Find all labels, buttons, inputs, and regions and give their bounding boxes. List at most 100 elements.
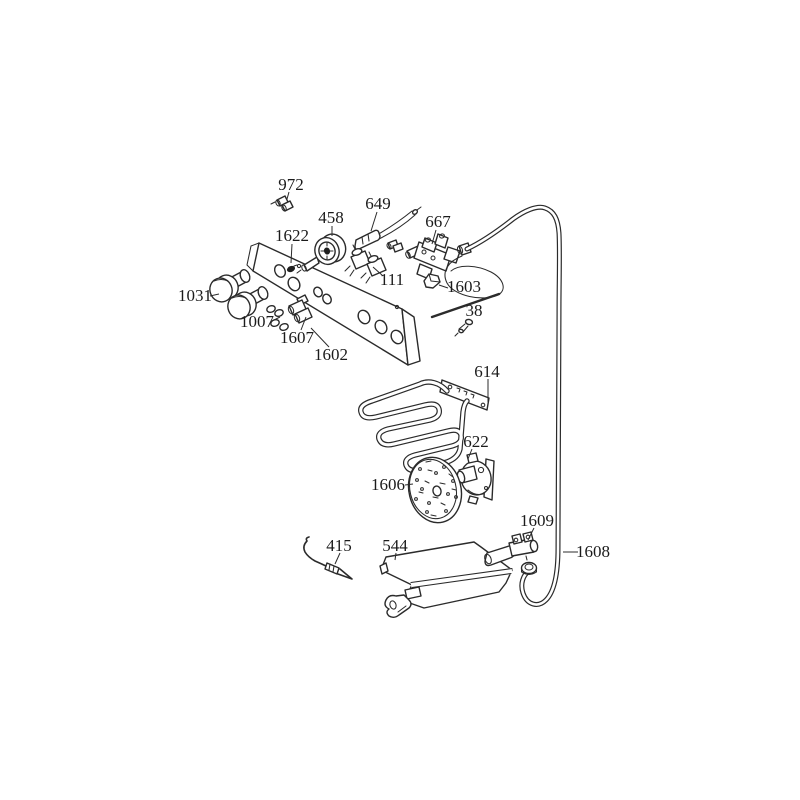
detail bbox=[467, 489, 484, 496]
detail bbox=[213, 278, 229, 282]
detail bbox=[281, 204, 287, 212]
leader-1603 bbox=[438, 284, 449, 289]
part-spacers-1607 bbox=[287, 294, 313, 324]
detail bbox=[328, 563, 335, 573]
detail bbox=[293, 264, 298, 267]
leader-1031 bbox=[209, 293, 220, 297]
part-flame-spreader-544 bbox=[379, 541, 513, 618]
label-667: 667 bbox=[425, 212, 451, 231]
knob-stem-cap bbox=[239, 269, 251, 283]
detail bbox=[439, 233, 445, 239]
label-972: 972 bbox=[278, 175, 304, 194]
washer bbox=[266, 304, 276, 314]
detail bbox=[421, 249, 427, 255]
detail bbox=[524, 563, 534, 571]
detail bbox=[477, 466, 485, 474]
leader-544 bbox=[394, 552, 397, 561]
detail bbox=[513, 537, 519, 543]
part-terminal-972 bbox=[270, 195, 294, 212]
label-544: 544 bbox=[382, 536, 408, 555]
part-switches-111 bbox=[344, 244, 387, 284]
detail bbox=[367, 233, 370, 242]
detail bbox=[318, 241, 336, 261]
part-rotor-458 bbox=[296, 233, 347, 274]
leader-972 bbox=[286, 191, 290, 200]
barrel bbox=[281, 200, 294, 212]
label-1607: 1607 bbox=[280, 328, 315, 347]
detail bbox=[458, 328, 464, 334]
detail bbox=[361, 236, 364, 245]
labels-layer: 972 458 649 667 1622 111 1603 1031 1007 … bbox=[178, 175, 610, 565]
leader-111 bbox=[372, 266, 384, 277]
barrel bbox=[392, 242, 404, 253]
label-38: 38 bbox=[466, 301, 483, 320]
panel-hole bbox=[313, 286, 323, 298]
electrode-body bbox=[324, 562, 340, 575]
part-screw-1622 bbox=[286, 264, 298, 273]
detail bbox=[529, 539, 539, 553]
label-649: 649 bbox=[365, 194, 391, 213]
label-614: 614 bbox=[474, 362, 500, 381]
detail bbox=[416, 206, 422, 211]
venturi-mouth bbox=[484, 553, 492, 565]
bottom-tab bbox=[467, 495, 479, 505]
detail bbox=[368, 251, 372, 257]
detail bbox=[480, 402, 486, 408]
detail bbox=[360, 272, 371, 284]
detail bbox=[430, 255, 436, 261]
panel-hole bbox=[390, 329, 404, 345]
label-415: 415 bbox=[326, 536, 352, 555]
part-control-panel bbox=[246, 242, 421, 366]
lead-wire bbox=[376, 210, 413, 236]
detail bbox=[352, 244, 356, 250]
valve-cap bbox=[434, 233, 449, 249]
panel-left-fold bbox=[246, 242, 260, 272]
detail bbox=[351, 248, 363, 256]
detail bbox=[344, 265, 355, 277]
detail bbox=[525, 555, 528, 561]
detail bbox=[389, 600, 397, 610]
washer bbox=[279, 322, 289, 332]
detail bbox=[275, 199, 281, 207]
detail bbox=[231, 295, 247, 299]
detail bbox=[405, 251, 411, 259]
detail bbox=[456, 245, 464, 255]
detail bbox=[296, 269, 302, 274]
label-1007: 1007 bbox=[240, 312, 275, 331]
label-1031: 1031 bbox=[178, 286, 212, 305]
panel-side-flange bbox=[401, 308, 421, 366]
knob-face bbox=[227, 294, 251, 320]
support-bracket bbox=[384, 594, 412, 618]
disc-rim bbox=[409, 458, 457, 520]
detail bbox=[270, 201, 276, 205]
edge-tab bbox=[404, 586, 422, 600]
leader-649 bbox=[370, 211, 378, 232]
panel-hole bbox=[273, 264, 287, 278]
disc bbox=[407, 456, 463, 524]
detail bbox=[520, 567, 538, 576]
label-1622: 1622 bbox=[275, 226, 309, 245]
leader-415 bbox=[334, 552, 341, 565]
detail bbox=[386, 242, 392, 250]
tube-core bbox=[465, 205, 561, 606]
knob-stem-cap bbox=[257, 286, 269, 300]
panel-hole bbox=[374, 319, 388, 335]
ridge-line bbox=[410, 567, 513, 584]
part-knobs-1031 bbox=[209, 269, 269, 320]
leader-622 bbox=[467, 448, 473, 460]
panel-hole bbox=[287, 276, 301, 292]
part-screw-38 bbox=[454, 318, 474, 337]
detail bbox=[287, 305, 295, 315]
part-supply-tube-1608 bbox=[464, 204, 562, 607]
detail bbox=[483, 485, 489, 491]
label-111: 111 bbox=[380, 270, 404, 289]
detail bbox=[367, 255, 379, 263]
detail bbox=[425, 237, 431, 243]
leader-1609 bbox=[527, 527, 535, 541]
part-capillary-1603 bbox=[423, 255, 504, 319]
ridge-gap bbox=[410, 568, 513, 588]
screw-head bbox=[464, 318, 474, 326]
part-wire-connector bbox=[386, 239, 404, 253]
label-622: 622 bbox=[463, 432, 489, 451]
